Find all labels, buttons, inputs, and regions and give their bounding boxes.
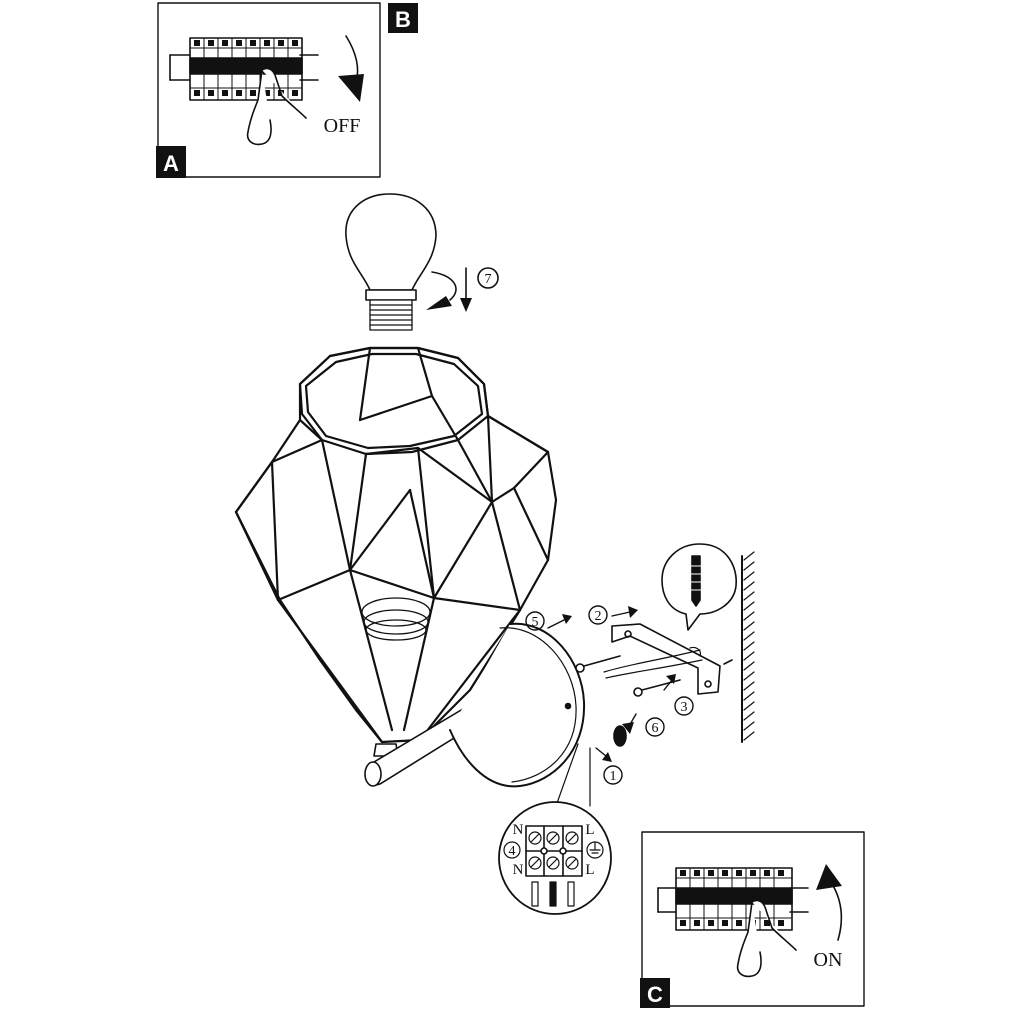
wall-plug-callout [661, 543, 737, 631]
geometric-lamp-shade [234, 346, 558, 744]
breaker-strip-c [657, 867, 809, 931]
mounting-bracket [611, 623, 721, 695]
panel-c-label: C [647, 982, 663, 1007]
earth-symbol-icon [586, 841, 604, 859]
panel-a-switch-off: A [156, 2, 381, 178]
turn-arrow-c [831, 883, 843, 941]
step-2: 2 [595, 609, 602, 624]
screw-cap [613, 725, 627, 747]
breaker-strip-a [169, 37, 319, 101]
panel-b: B [388, 3, 418, 33]
terminal-n-top: N [513, 822, 524, 838]
wires [603, 646, 703, 679]
step-7: 7 [485, 272, 492, 287]
wall-plug-icon [691, 555, 701, 607]
panel-a-label: A [163, 151, 179, 176]
panel-c-switch-on: C [640, 831, 865, 1008]
hand-icon-c [736, 899, 797, 978]
step-5: 5 [532, 615, 539, 630]
wall [741, 551, 755, 743]
step-4: 4 [509, 844, 516, 859]
terminal-l-top: L [585, 822, 594, 838]
terminal-n-bottom: N [513, 862, 524, 878]
step-1: 1 [610, 769, 617, 784]
step-3: 3 [681, 700, 688, 715]
lamp-socket [361, 597, 431, 641]
wall-plate [449, 622, 586, 788]
bulb-screw-arrows [426, 267, 499, 312]
step-arrows [525, 605, 694, 785]
terminal-l-bottom: L [585, 862, 594, 878]
panel-b-label: B [395, 7, 411, 32]
light-bulb [345, 193, 437, 331]
panel-a-caption: OFF [324, 115, 361, 137]
step-6: 6 [652, 721, 659, 736]
terminal-block-detail [498, 743, 612, 915]
hand-icon-a [246, 67, 307, 146]
panel-c-caption: ON [814, 949, 843, 971]
